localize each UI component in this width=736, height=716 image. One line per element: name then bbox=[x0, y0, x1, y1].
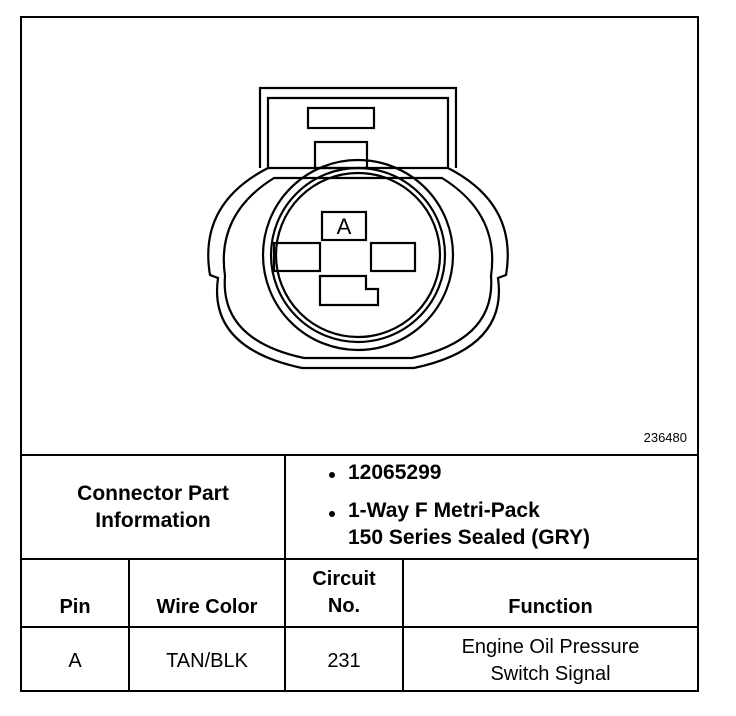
connector-face-illustration: A bbox=[207, 86, 509, 370]
connector-info-label: Connector Part Information bbox=[22, 456, 286, 558]
row-function-line2: Switch Signal bbox=[490, 663, 611, 685]
bullet-dot bbox=[329, 511, 335, 517]
connector-drawing-area: A 236480 bbox=[22, 18, 697, 456]
lock-tab-slot bbox=[306, 106, 376, 130]
info-label-line2: Information bbox=[95, 509, 211, 532]
row-wire-color: TAN/BLK bbox=[166, 650, 248, 672]
connector-face-inner-ring bbox=[274, 171, 442, 339]
pin-a-cavity bbox=[320, 210, 368, 242]
row-pin: A bbox=[68, 650, 82, 672]
info-label-line1: Connector Part bbox=[77, 482, 229, 505]
connector-face-middle-ring bbox=[269, 166, 447, 344]
row-function-line1: Engine Oil Pressure bbox=[461, 636, 640, 658]
pin-a-marker: A bbox=[337, 214, 352, 239]
connector-description-line1: 1-Way F Metri-Pack bbox=[348, 499, 540, 522]
connector-info-row: Connector Part Information 12065299 1-Wa… bbox=[22, 456, 697, 560]
table-divider bbox=[128, 558, 130, 692]
connector-description-line2: 150 Series Sealed (GRY) bbox=[348, 526, 591, 549]
lock-housing-inner bbox=[266, 96, 450, 168]
bullet-dot bbox=[329, 472, 335, 478]
connector-info-list: 12065299 1-Way F Metri-Pack 150 Series S… bbox=[286, 456, 697, 558]
header-function: Function bbox=[508, 596, 593, 618]
connector-diagram-frame: A 236480 Connector Part Information 1206… bbox=[20, 16, 699, 692]
row-circuit: 231 bbox=[327, 650, 361, 672]
header-pin: Pin bbox=[59, 596, 91, 618]
lock-tab-stem bbox=[313, 140, 369, 170]
header-divider bbox=[22, 626, 697, 628]
header-wire-color: Wire Color bbox=[156, 596, 258, 618]
bottom-cavity bbox=[318, 274, 380, 307]
table-divider bbox=[284, 558, 286, 692]
header-circuit-line2: No. bbox=[327, 595, 361, 617]
left-cavity bbox=[272, 241, 322, 273]
connector-face-outer-ring bbox=[261, 158, 455, 352]
connector-outer-shell bbox=[207, 166, 509, 370]
lock-housing-outline bbox=[258, 86, 458, 168]
table-divider bbox=[402, 558, 404, 692]
right-cavity bbox=[369, 241, 417, 273]
connector-inner-shell bbox=[222, 176, 494, 360]
figure-number: 236480 bbox=[643, 430, 687, 445]
part-number: 12065299 bbox=[348, 461, 442, 484]
header-circuit-line1: Circuit bbox=[312, 568, 376, 590]
